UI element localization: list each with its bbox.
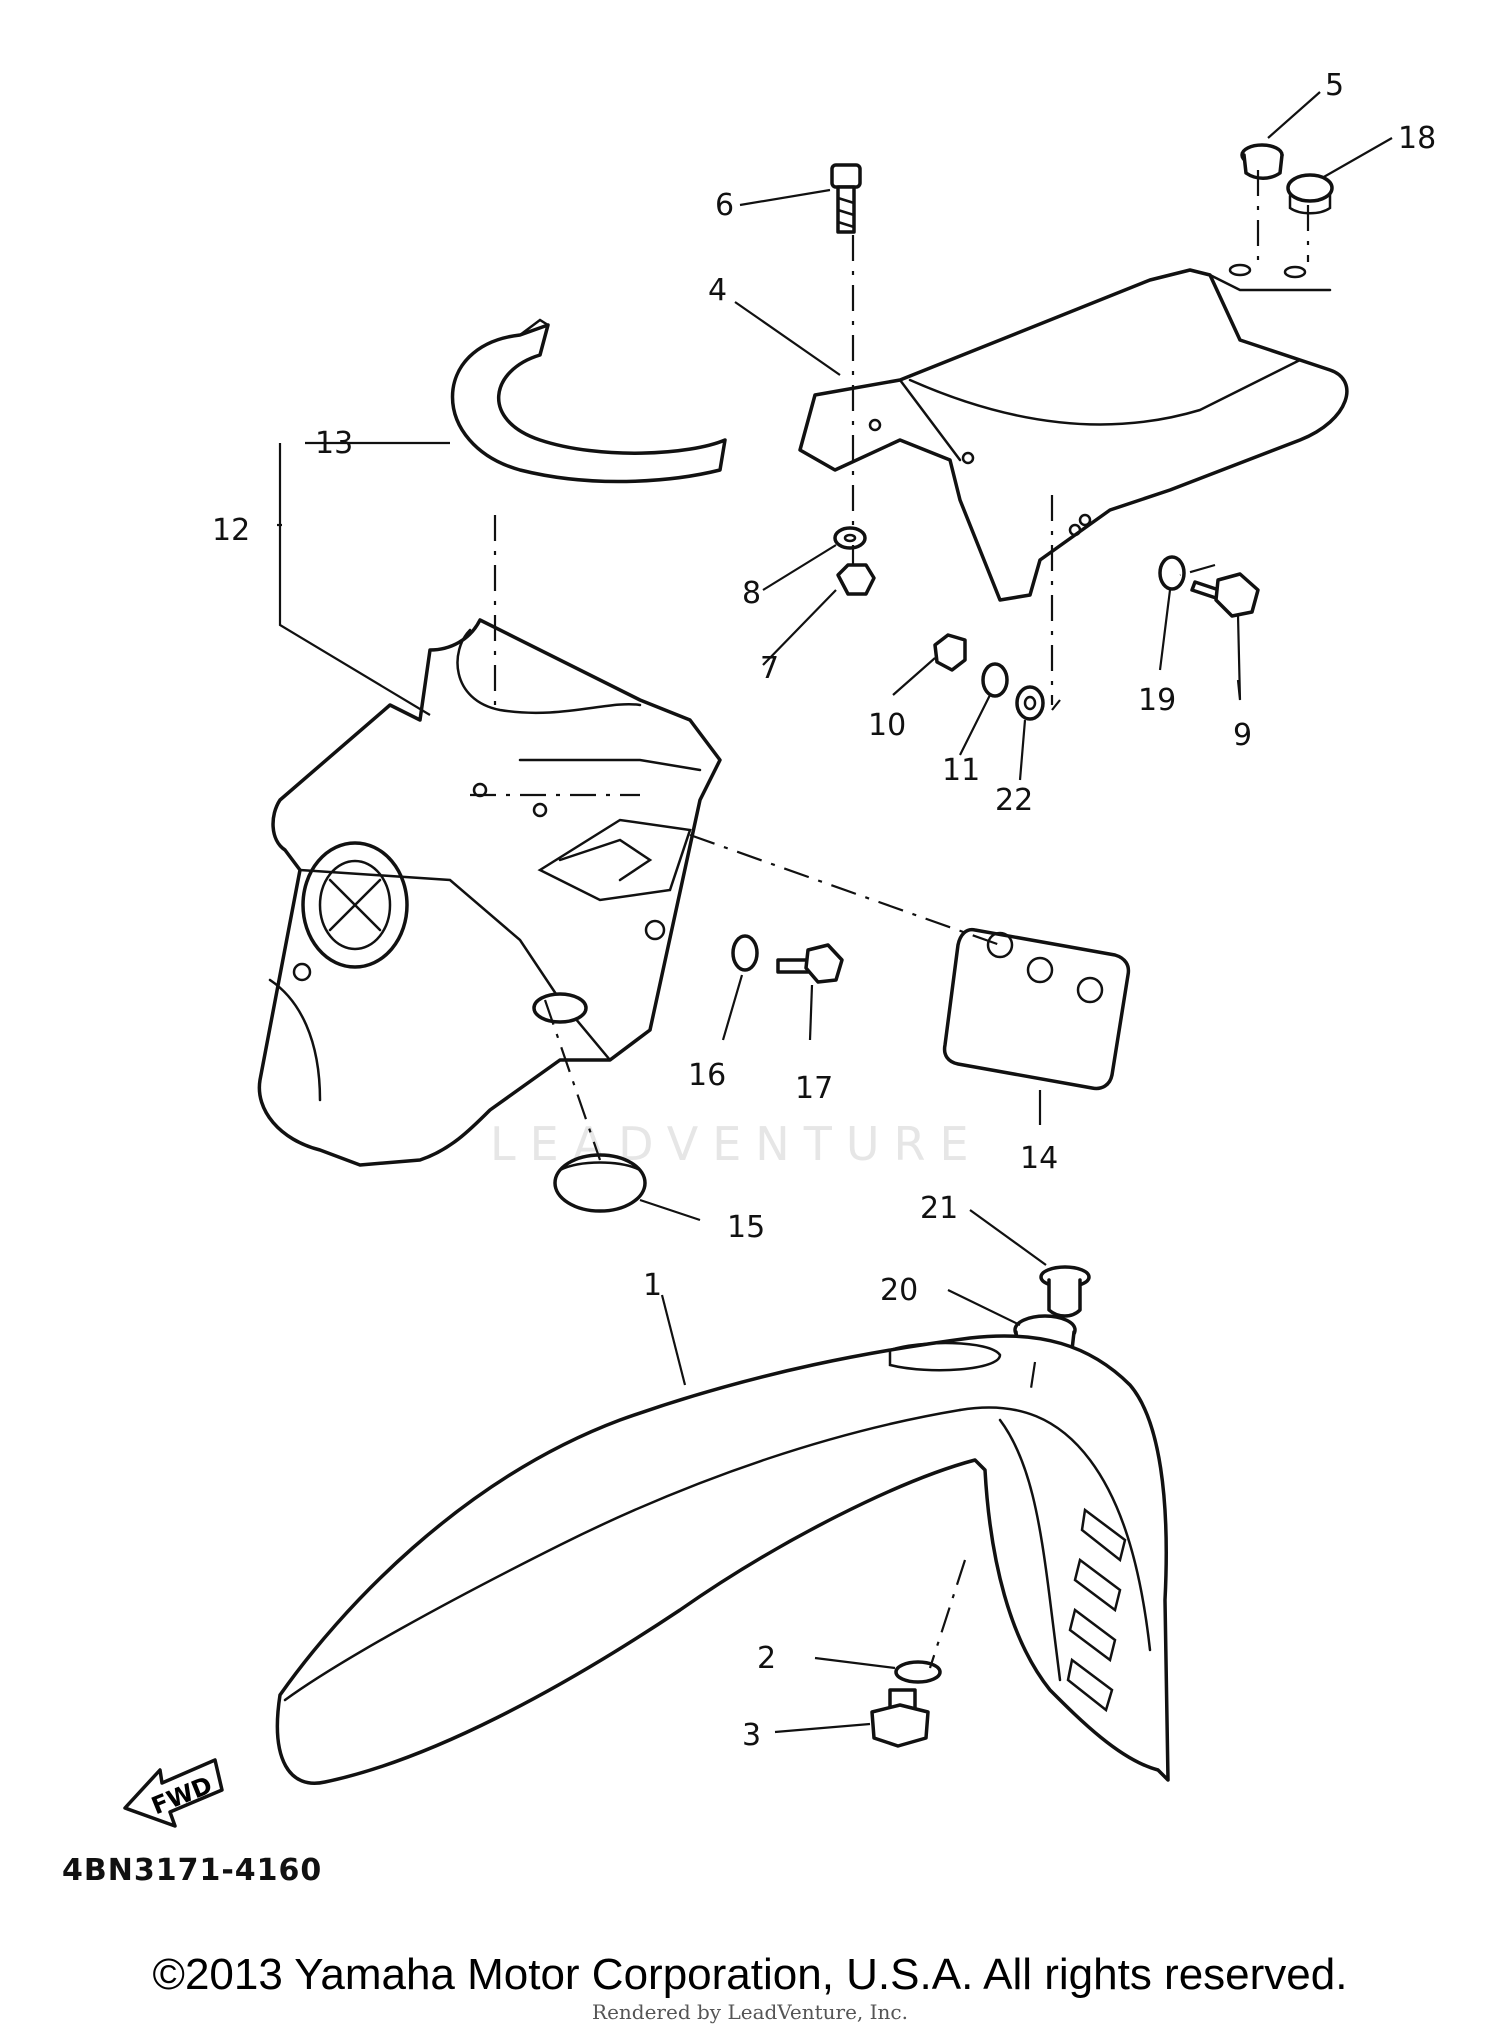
part-8-washer — [833, 526, 867, 550]
part-16-washer — [731, 934, 759, 972]
part-label-11: 11 — [942, 753, 980, 788]
part-labels: 5 18 6 4 13 12 8 7 10 11 22 19 9 16 17 1… — [212, 68, 1436, 1753]
part-label-12: 12 — [212, 513, 250, 548]
fwd-arrow-icon: FWD — [123, 1758, 224, 1828]
part-label-1: 1 — [643, 1268, 662, 1303]
part-11-washer — [981, 662, 1009, 698]
rendered-by-notice: Rendered by LeadVenture, Inc. — [592, 2000, 908, 2024]
part-1-front-fender — [275, 1334, 1170, 1785]
part-21-collar — [1039, 1265, 1091, 1318]
diagram-code: 4BN3171-4160 — [62, 1853, 323, 1888]
part-2-washer — [894, 1660, 942, 1684]
part-19-washer — [1158, 555, 1186, 591]
part-9-bolt — [1190, 572, 1260, 618]
part-14-plate — [942, 927, 1131, 1091]
part-13-band — [450, 318, 727, 484]
part-12-headlight-housing — [257, 618, 722, 1167]
part-15-grommet — [553, 1153, 647, 1213]
leadventure-watermark: LEADVENTURE — [490, 1117, 983, 1171]
copyright-notice: ©2013 Yamaha Motor Corporation, U.S.A. A… — [152, 1950, 1348, 1999]
part-label-22: 22 — [995, 783, 1033, 818]
part-label-3: 3 — [742, 1718, 761, 1753]
part-label-20: 20 — [880, 1273, 918, 1308]
part-label-2: 2 — [757, 1641, 776, 1676]
part-4-fender-bracket — [798, 263, 1349, 602]
part-6-bolt — [830, 163, 862, 234]
part-label-13: 13 — [315, 426, 353, 461]
part-label-10: 10 — [868, 708, 906, 743]
assembly-guide-lines — [470, 170, 1310, 1669]
leader-lines — [277, 91, 1393, 1734]
part-label-17: 17 — [795, 1071, 833, 1106]
part-18-collar — [1286, 173, 1334, 215]
part-label-6: 6 — [715, 188, 734, 223]
part-label-18: 18 — [1398, 121, 1436, 156]
part-7-nut — [836, 563, 876, 596]
part-label-21: 21 — [920, 1191, 958, 1226]
part-label-16: 16 — [688, 1058, 726, 1093]
part-label-9: 9 — [1233, 718, 1252, 753]
part-3-bolt — [870, 1688, 930, 1748]
part-17-bolt — [776, 943, 844, 984]
part-label-8: 8 — [742, 576, 761, 611]
part-22-washer — [1015, 685, 1045, 721]
part-label-5: 5 — [1325, 68, 1344, 103]
part-10-nut — [933, 633, 967, 672]
part-label-7: 7 — [760, 651, 779, 686]
part-label-15: 15 — [727, 1210, 765, 1245]
part-5-cap — [1240, 143, 1284, 180]
part-label-19: 19 — [1138, 683, 1176, 718]
part-label-14: 14 — [1020, 1141, 1058, 1176]
part-label-4: 4 — [708, 273, 727, 308]
